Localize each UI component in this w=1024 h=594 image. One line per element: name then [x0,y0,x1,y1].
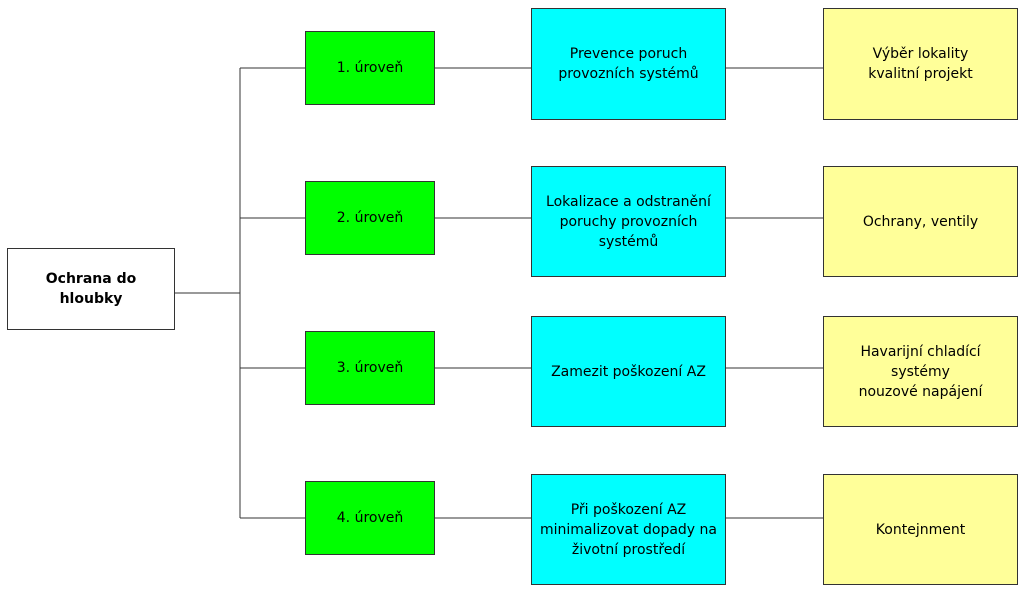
level-node-3: 3. úroveň [305,331,435,405]
root-node: Ochrana do hloubky [7,248,175,330]
level-node-1: 1. úroveň [305,31,435,105]
level-node-4: 4. úroveň [305,481,435,555]
goal-node-3: Zamezit poškození AZ [531,316,726,427]
measure-node-2: Ochrany, ventily [823,166,1018,277]
measure-node-1: Výběr lokality kvalitní projekt [823,8,1018,120]
goal-node-4: Při poškození AZ minimalizovat dopady na… [531,474,726,585]
measure-node-4: Kontejnment [823,474,1018,585]
measure-node-3: Havarijní chladící systémy nouzové napáj… [823,316,1018,427]
goal-node-2: Lokalizace a odstranění poruchy provozní… [531,166,726,277]
goal-node-1: Prevence poruch provozních systémů [531,8,726,120]
level-node-2: 2. úroveň [305,181,435,255]
